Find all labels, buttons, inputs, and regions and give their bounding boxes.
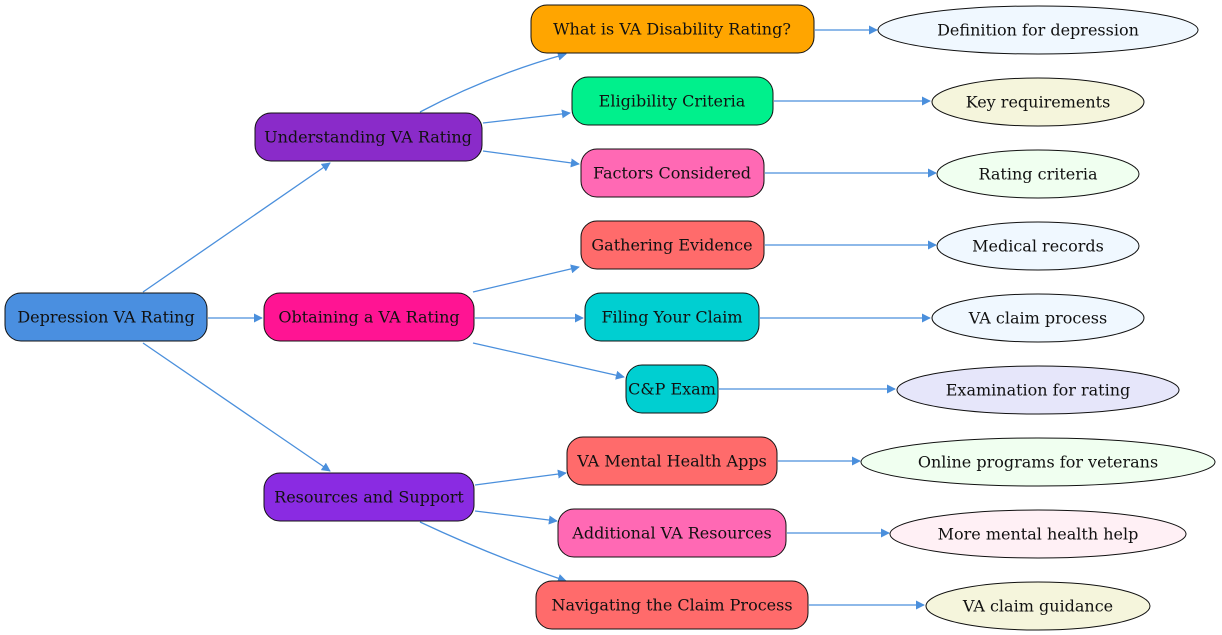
- node-what-is[interactable]: What is VA Disability Rating?: [530, 4, 815, 54]
- node-gathering[interactable]: Gathering Evidence: [580, 220, 765, 270]
- node-exam-rating[interactable]: Examination for rating: [896, 365, 1180, 415]
- node-more-help[interactable]: More mental health help: [889, 509, 1187, 559]
- edge-understanding-factors: [482, 150, 580, 168]
- edge-obtaining-gathering: [472, 264, 580, 293]
- node-online-programs-label: Online programs for veterans: [918, 453, 1158, 472]
- node-rating-criteria[interactable]: Rating criteria: [936, 149, 1140, 199]
- edge-obtaining-cpexam: [472, 342, 625, 380]
- node-more-help-label: More mental health help: [938, 525, 1139, 544]
- node-rating-criteria-label: Rating criteria: [978, 165, 1098, 184]
- edges: [142, 25, 937, 610]
- edge-resources-apps: [474, 469, 567, 486]
- node-navigating-label: Navigating the Claim Process: [551, 596, 792, 615]
- edge-resources-additional: [474, 510, 558, 525]
- node-resources[interactable]: Resources and Support: [263, 472, 475, 522]
- edge-root-resources: [142, 342, 331, 472]
- node-resources-label: Resources and Support: [274, 488, 464, 507]
- node-root[interactable]: Depression VA Rating: [4, 292, 208, 342]
- node-online-programs[interactable]: Online programs for veterans: [860, 437, 1216, 487]
- node-factors-label: Factors Considered: [593, 164, 751, 183]
- node-understanding-label: Understanding VA Rating: [264, 128, 472, 147]
- node-filing-label: Filing Your Claim: [601, 308, 742, 327]
- node-medical-records-label: Medical records: [972, 237, 1104, 256]
- node-filing[interactable]: Filing Your Claim: [584, 292, 760, 342]
- node-obtaining-label: Obtaining a VA Rating: [278, 308, 459, 327]
- node-obtaining[interactable]: Obtaining a VA Rating: [263, 292, 475, 342]
- node-navigating[interactable]: Navigating the Claim Process: [535, 580, 809, 630]
- node-key-req[interactable]: Key requirements: [931, 77, 1145, 127]
- node-apps[interactable]: VA Mental Health Apps: [566, 436, 778, 486]
- node-additional-label: Additional VA Resources: [571, 524, 771, 543]
- node-key-req-label: Key requirements: [966, 93, 1111, 112]
- node-claim-guidance-label: VA claim guidance: [962, 597, 1113, 616]
- node-eligibility[interactable]: Eligibility Criteria: [571, 76, 774, 126]
- node-definition-label: Definition for depression: [937, 21, 1139, 40]
- node-claim-process[interactable]: VA claim process: [931, 293, 1145, 343]
- edge-understanding-eligibility: [482, 109, 571, 124]
- edge-root-understanding: [142, 162, 331, 293]
- node-factors[interactable]: Factors Considered: [580, 148, 765, 198]
- node-root-label: Depression VA Rating: [17, 308, 194, 327]
- node-what-is-label: What is VA Disability Rating?: [553, 20, 791, 39]
- edge-resources-navigating: [419, 521, 567, 583]
- node-understanding[interactable]: Understanding VA Rating: [254, 112, 483, 162]
- node-apps-label: VA Mental Health Apps: [576, 452, 767, 471]
- node-additional[interactable]: Additional VA Resources: [557, 508, 787, 558]
- node-claim-process-label: VA claim process: [968, 309, 1107, 328]
- node-gathering-label: Gathering Evidence: [591, 236, 752, 255]
- node-eligibility-label: Eligibility Criteria: [599, 92, 746, 111]
- node-medical-records[interactable]: Medical records: [936, 221, 1140, 271]
- node-cp-exam[interactable]: C&P Exam: [625, 364, 719, 414]
- edge-understanding-whatis: [419, 51, 567, 113]
- node-definition[interactable]: Definition for depression: [877, 5, 1199, 55]
- node-exam-rating-label: Examination for rating: [946, 381, 1131, 400]
- node-cp-exam-label: C&P Exam: [628, 380, 716, 399]
- node-claim-guidance[interactable]: VA claim guidance: [925, 581, 1151, 631]
